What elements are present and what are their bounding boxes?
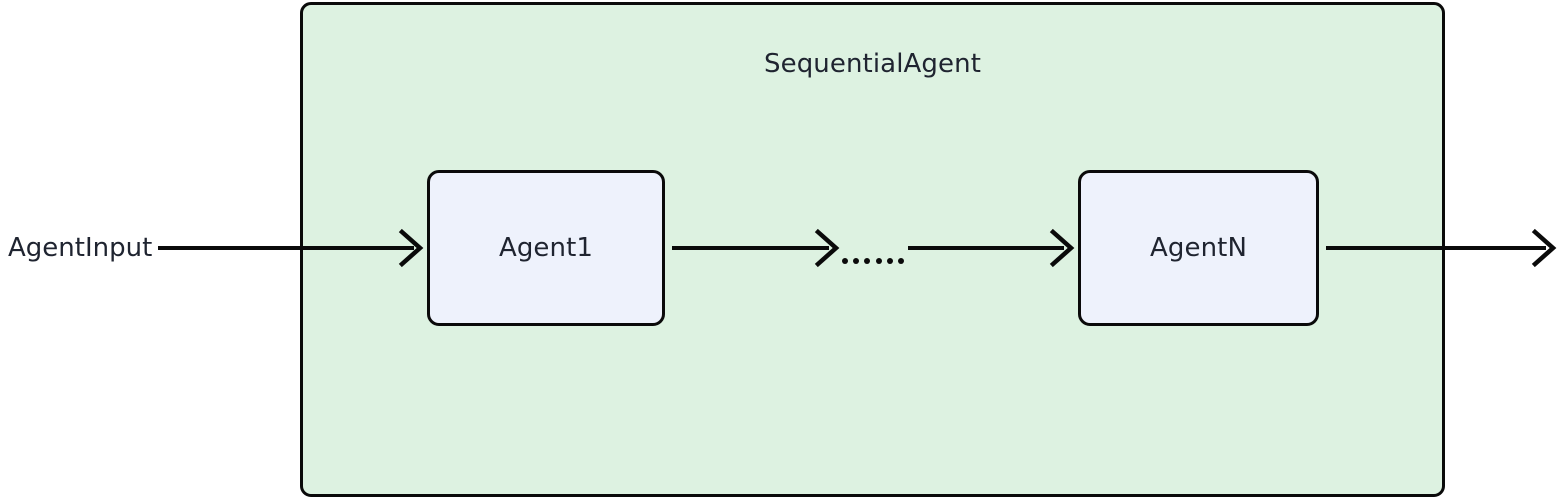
ellipsis-dot [875, 258, 882, 264]
ellipsis-dot [842, 258, 848, 264]
ellipsis-dot [864, 258, 871, 264]
ellipsis-dot [853, 258, 860, 264]
node-agent1[interactable]: Agent1 [427, 170, 665, 326]
ellipsis-dot [897, 258, 904, 264]
node-agentn-label: AgentN [1149, 233, 1247, 263]
agent-input-label: AgentInput [8, 233, 153, 263]
ellipsis-dot [886, 258, 893, 264]
sequential-agent-title: SequentialAgent [764, 49, 981, 79]
node-agentn[interactable]: AgentN [1078, 170, 1319, 326]
ellipsis-indicator [842, 241, 904, 269]
node-agent1-label: Agent1 [498, 233, 594, 263]
